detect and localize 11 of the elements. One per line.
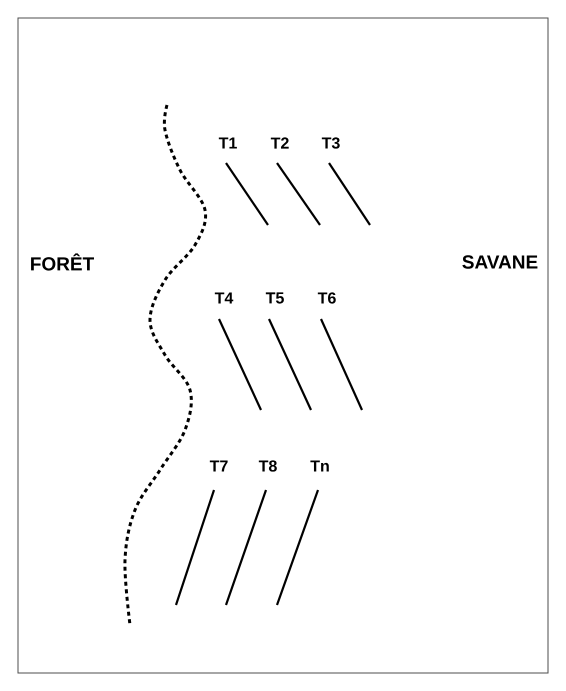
transect-label: T8 — [258, 460, 277, 472]
transect-label: T3 — [322, 137, 340, 149]
transect-label: T7 — [210, 460, 228, 472]
transect-label: T4 — [214, 292, 234, 304]
transect-label: T6 — [318, 292, 336, 304]
transect-label: T5 — [266, 292, 284, 304]
zone-label: SAVANE — [462, 255, 538, 269]
transect-label: Tn — [310, 460, 329, 472]
transect-label: T1 — [218, 138, 237, 148]
transect-label: T2 — [270, 137, 289, 149]
zone-label: FORÊT — [31, 253, 94, 271]
